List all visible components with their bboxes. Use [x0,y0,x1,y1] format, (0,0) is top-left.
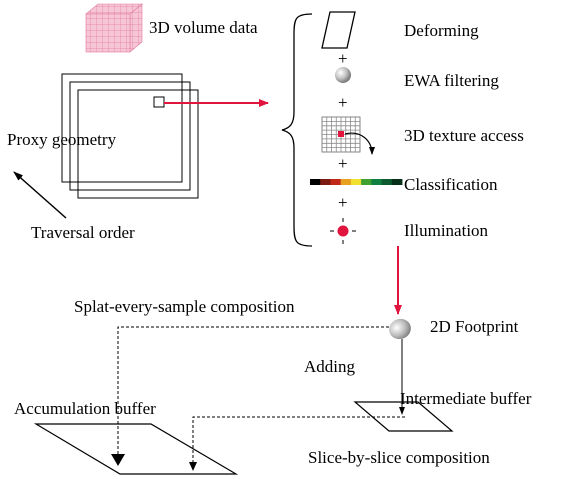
deforming-icon [321,11,356,49]
classification-swatch [320,179,331,185]
classification-swatch [310,179,321,185]
texture-access-arrow [344,132,375,155]
classification-swatch [381,179,393,185]
illumination-icon [330,218,356,244]
plus-sign: + [338,93,348,112]
plus-sign: + [338,193,348,212]
label-ewa-filtering: EWA filtering [404,71,499,90]
traversal-arrow [13,171,67,219]
classification-swatch [391,179,403,185]
label-traversal-order: Traversal order [31,223,135,242]
pipeline-brace [281,13,313,247]
classification-swatch [340,179,352,185]
label-adding: Adding [304,357,355,376]
texture-grid-icon [321,116,361,153]
label-volume-data: 3D volume data [149,18,258,37]
ewa-sphere-icon [335,67,351,83]
label-intermediate-buffer: Intermediate buffer [400,389,532,408]
label-deforming: Deforming [404,21,479,40]
label-texture-access: 3D texture access [404,126,524,145]
label-illumination: Illumination [404,221,489,240]
label-splat-every-sample: Splat-every-sample composition [74,297,295,316]
slice-by-slice-path [192,416,405,468]
splat-arrowhead [111,454,125,466]
slice-arrowhead [189,462,197,471]
label-proxy-geometry: Proxy geometry [7,130,117,149]
classification-swatch [371,179,382,185]
texture-sample-dot [338,131,344,137]
classification-swatch [350,179,362,185]
plus-sign: + [338,154,348,173]
label-accumulation-buffer: Accumulation buffer [14,399,156,418]
accumulation-buffer-plane [33,423,239,475]
plus-sign: + [338,49,348,68]
intermediate-buffer-plane [353,401,454,432]
sample-marker [153,96,165,108]
proxy-geometry-slices [61,73,199,199]
classification-swatch [330,179,342,185]
label-slice-by-slice: Slice-by-slice composition [308,448,490,467]
splat-every-sample-path [117,326,389,462]
classification-swatch [361,179,372,185]
label-2d-footprint: 2D Footprint [430,317,519,336]
volume-cube-icon [85,3,143,53]
footprint-ellipse-icon [389,318,411,340]
label-classification: Classification [404,175,498,194]
classification-bar [310,179,403,185]
